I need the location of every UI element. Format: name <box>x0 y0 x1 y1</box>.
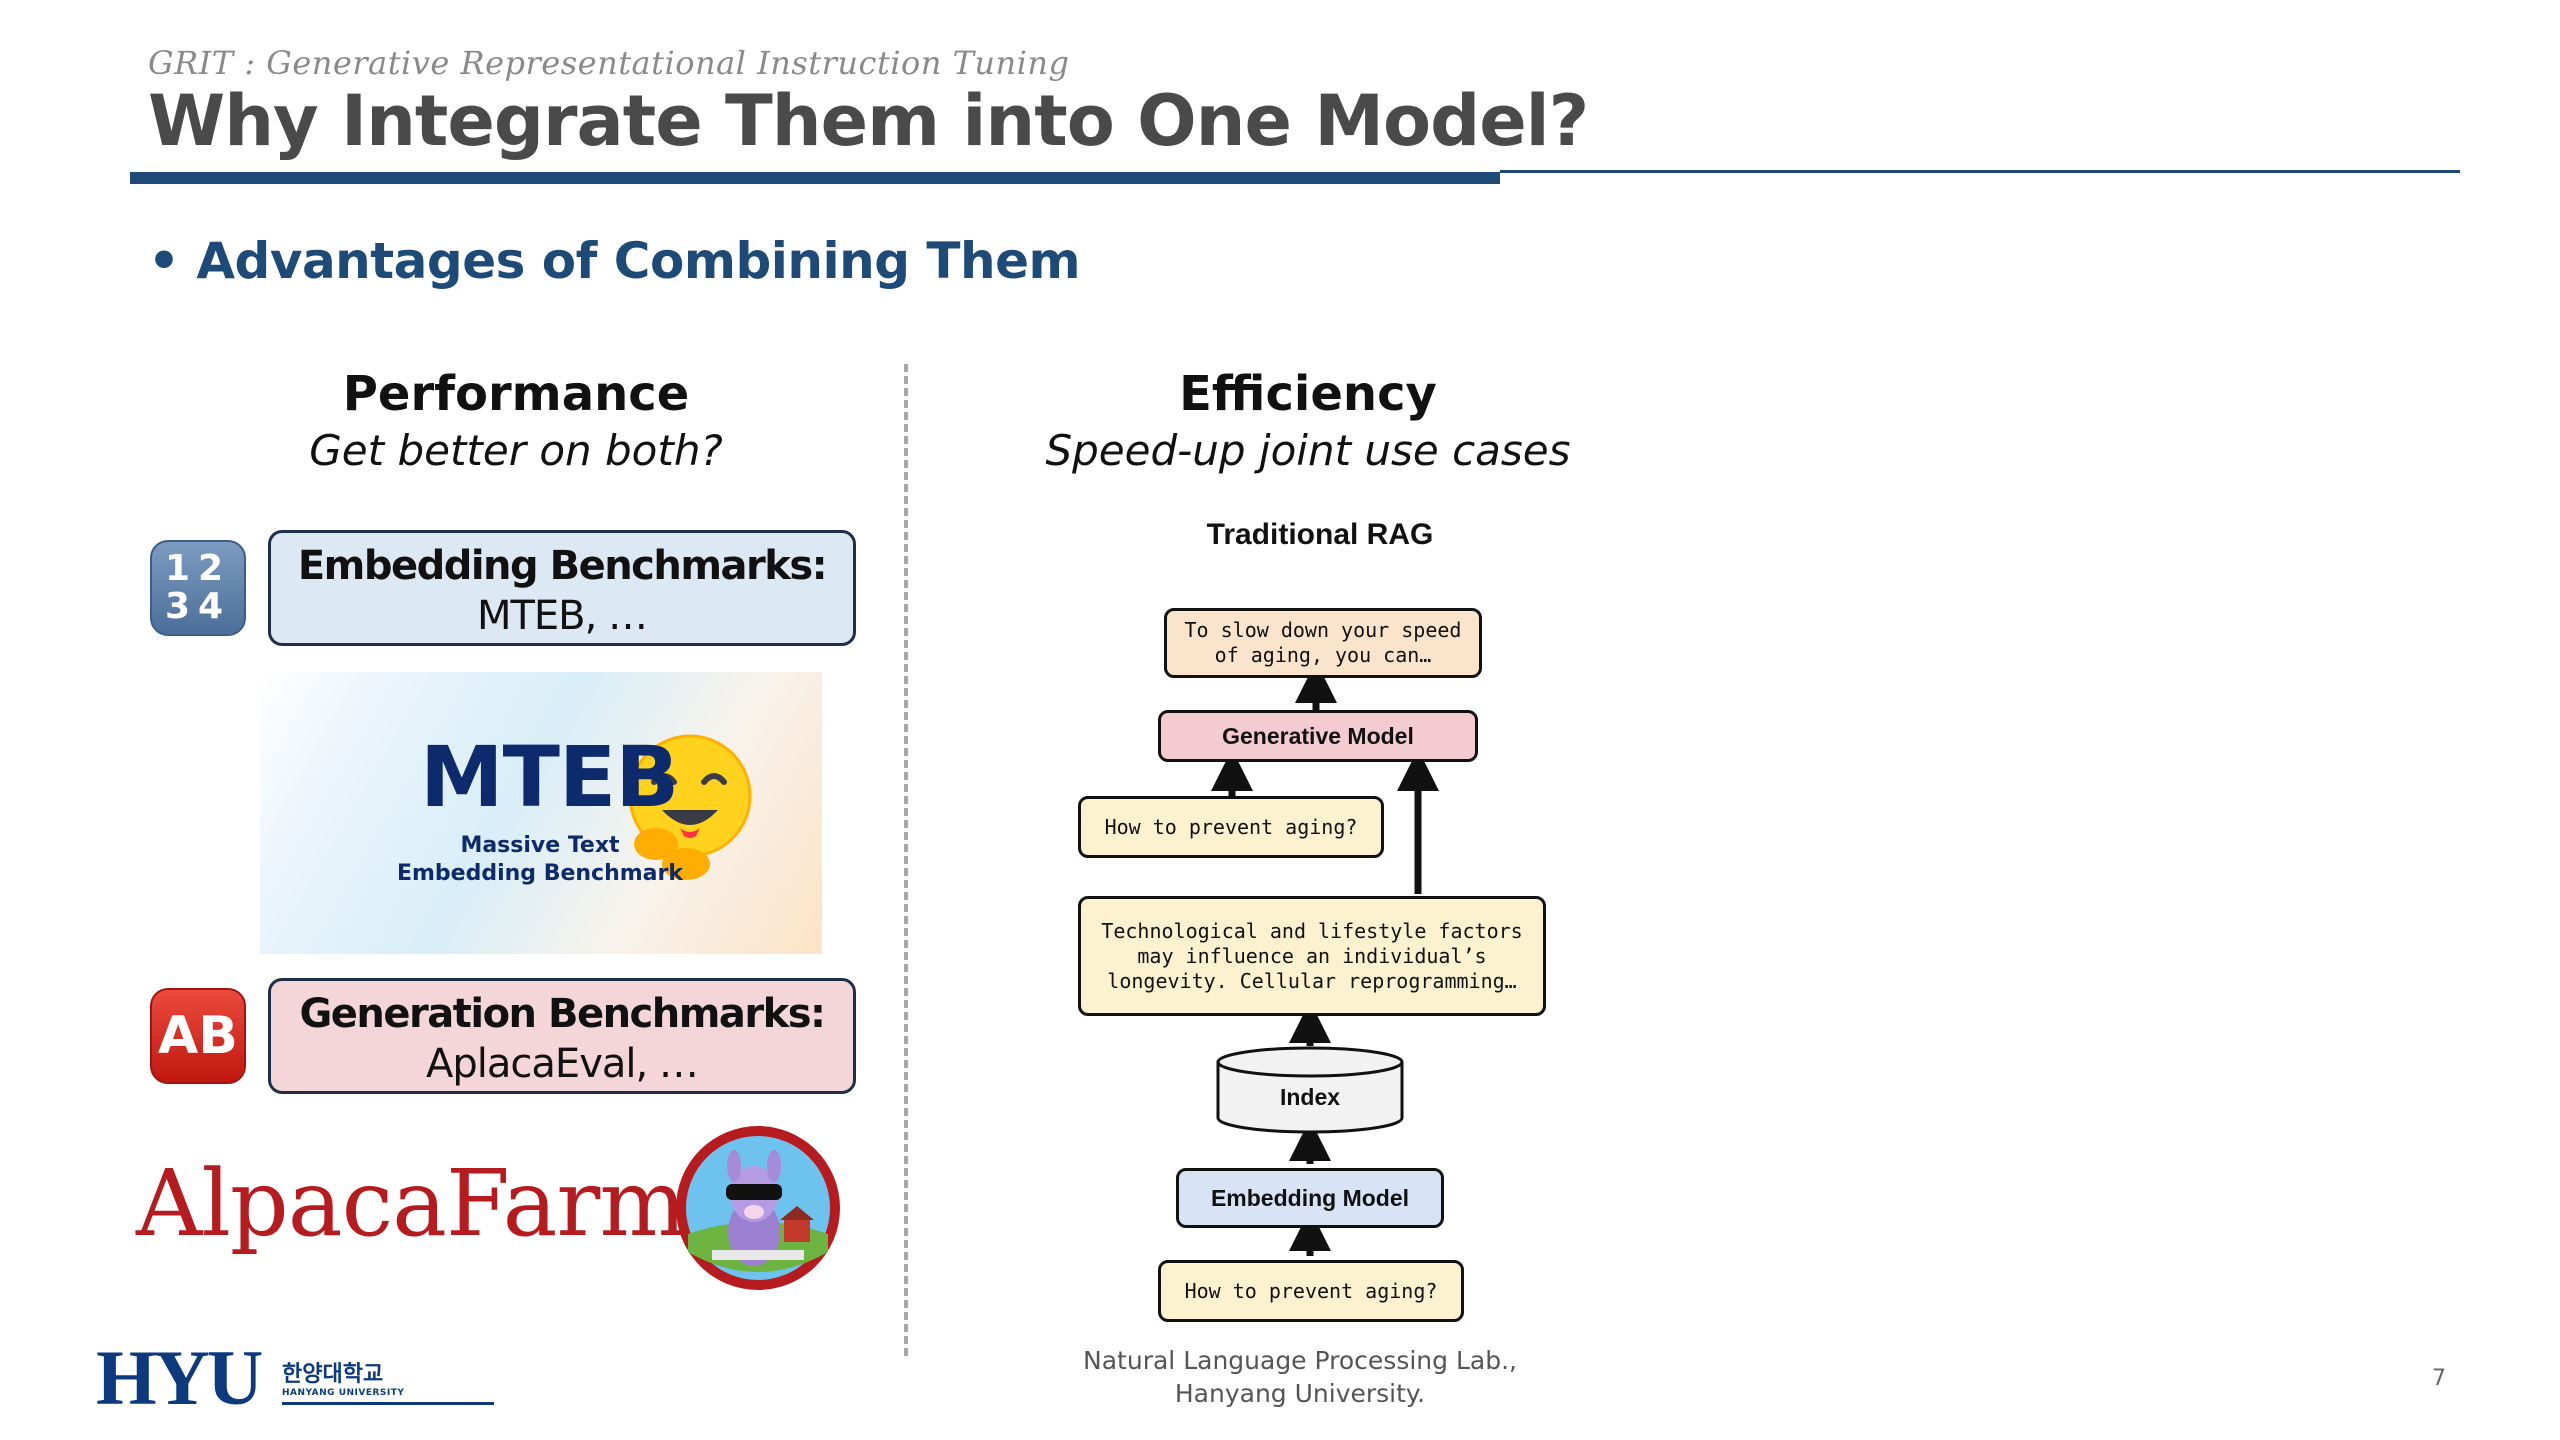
ab-button-icon: AB <box>150 988 246 1084</box>
rag-query-box-generation: How to prevent aging? <box>1078 796 1384 858</box>
section-bullet: • Advantages of Combining Them <box>148 232 1081 290</box>
hugging-face-icon <box>628 734 752 880</box>
efficiency-subheading: Speed-up joint use cases <box>1045 426 1571 475</box>
hyu-logo-rule <box>282 1402 494 1405</box>
mteb-caption-line-1: Massive Text <box>460 833 620 858</box>
rag-query-box-embedding: How to prevent aging? <box>1158 1260 1464 1322</box>
title-underline <box>130 172 1500 184</box>
hyu-logo: HYU 한양대학교 HANYANG UNIVERSITY <box>96 1334 494 1421</box>
index-label: Index <box>1279 1084 1341 1110</box>
rag-diagram-title: Traditional RAG <box>1206 518 1434 551</box>
performance-subheading: Get better on both? <box>309 426 723 475</box>
slide-subtitle: GRIT : Generative Representational Instr… <box>148 44 1070 82</box>
generation-benchmarks-examples: AplacaEval, … <box>426 1041 699 1087</box>
page-number: 7 <box>2432 1366 2446 1391</box>
generative-model-box: Generative Model <box>1158 710 1478 762</box>
mteb-caption-line-2: Embedding Benchmark <box>396 861 684 886</box>
column-divider <box>904 364 908 1356</box>
performance-heading: Performance <box>342 366 690 422</box>
embedding-benchmarks-box: Embedding Benchmarks: MTEB, … <box>268 530 856 646</box>
slide-title: Why Integrate Them into One Model? <box>148 80 1589 162</box>
footer-lab-line-2: Hanyang University. <box>1174 1379 1426 1408</box>
mteb-logo-caption: Massive Text Embedding Benchmark <box>395 832 685 888</box>
efficiency-heading: Efficiency <box>1179 366 1437 422</box>
footer-lab-line-1: Natural Language Processing Lab., <box>1083 1346 1517 1375</box>
footer-lab-name: Natural Language Processing Lab., Hanyan… <box>1040 1344 1560 1410</box>
alpacafarm-logo-text: AlpacaFarm <box>136 1150 687 1257</box>
keycap-numbers-icon: 12 34 <box>150 540 246 636</box>
mteb-logo-text: MTEB <box>420 728 679 826</box>
rag-output-box: To slow down your speed of aging, you ca… <box>1164 608 1482 678</box>
generation-benchmarks-title: Generation Benchmarks: <box>299 991 826 1037</box>
generation-benchmarks-box: Generation Benchmarks: AplacaEval, … <box>268 978 856 1094</box>
embedding-model-box: Embedding Model <box>1176 1168 1444 1228</box>
keycap-row-2: 34 <box>164 586 232 627</box>
title-underline-thin <box>1500 170 2460 173</box>
index-cylinder-shape <box>1216 1046 1404 1134</box>
hyu-logo-korean: 한양대학교 <box>282 1362 384 1387</box>
embedding-benchmarks-title: Embedding Benchmarks: <box>297 543 828 589</box>
keycap-row-1: 12 <box>164 548 232 589</box>
hyu-logo-english: HANYANG UNIVERSITY <box>282 1388 405 1398</box>
alpaca-mascot-icon <box>676 1126 840 1290</box>
embedding-benchmarks-examples: MTEB, … <box>476 593 648 639</box>
hyu-logo-letters: HYU <box>96 1334 263 1421</box>
retrieved-document-box: Technological and lifestyle factors may … <box>1078 896 1546 1016</box>
